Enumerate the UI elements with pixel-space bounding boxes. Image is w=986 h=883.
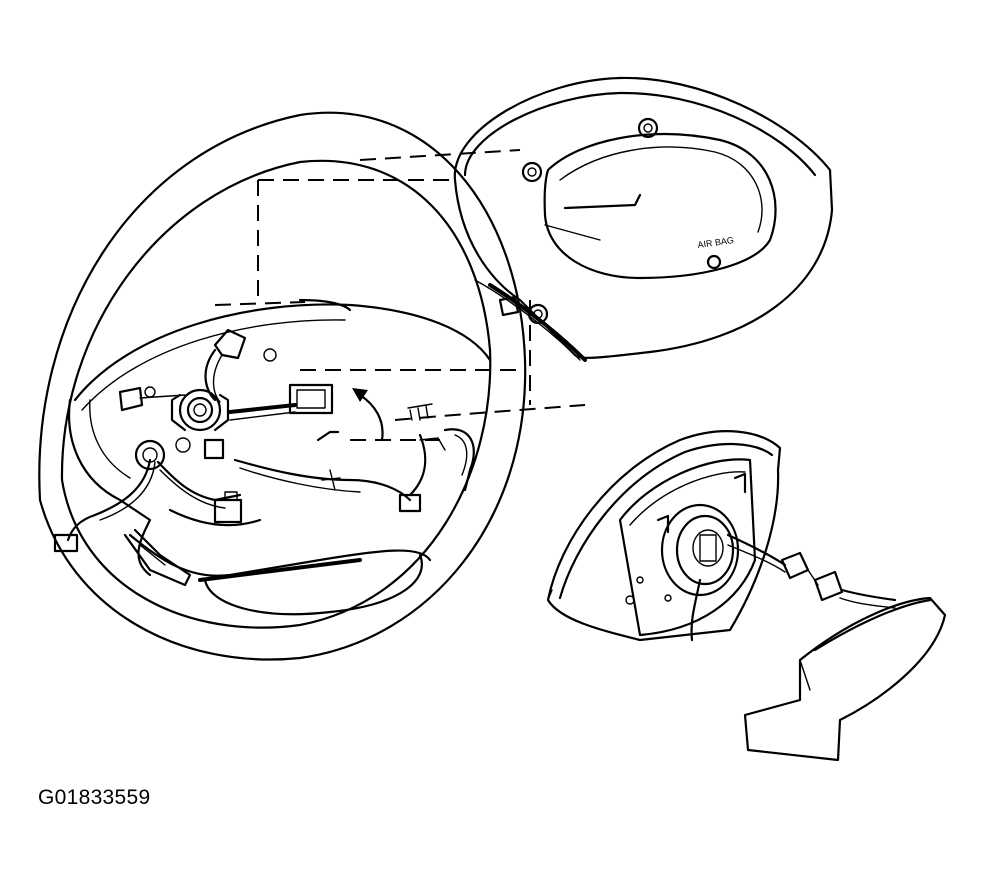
steering-wheel-fragment [743, 596, 947, 762]
module-mounting-stud [656, 514, 670, 534]
module-pigtail-wire [726, 533, 787, 567]
airbag-module-backplate [618, 458, 757, 637]
left-spoke [68, 398, 152, 577]
steering-wheel-rim-outer [38, 111, 527, 661]
harness-connector-center [213, 498, 243, 524]
airbag-module-housing [546, 430, 782, 642]
cover-fastener-bottom [527, 303, 549, 325]
airbag-cover: AIR BAG [453, 76, 834, 362]
cover-fastener-right [706, 254, 722, 270]
cover-fastener-top [637, 117, 659, 139]
right-side-tab [443, 428, 475, 492]
module-connector-half-b [813, 570, 844, 602]
top-wire-connector [213, 328, 247, 360]
leader-lines [257, 149, 586, 441]
harness-connector-right [398, 493, 422, 513]
bottom-spoke [128, 533, 432, 577]
bottom-left-tab [123, 528, 192, 587]
steering-wheel-rim-inner [60, 159, 492, 629]
hub-mounting-hole [134, 439, 166, 471]
figure-code: G01833559 [38, 786, 151, 809]
airbag-module-label: AIR BAG [697, 235, 735, 250]
airbag-cover-outline [453, 76, 834, 359]
hub-top-edge [73, 303, 492, 402]
airbag-cover-window [543, 133, 777, 280]
airbag-inflator [660, 503, 740, 597]
steering-shaft-nut [178, 388, 222, 432]
wiring-harness [66, 458, 152, 542]
steering-wheel [38, 111, 527, 661]
airbag-module [546, 430, 897, 642]
rotation-arrow [358, 393, 384, 442]
wheel-fragment-outline [743, 596, 947, 762]
cover-fastener-left [521, 161, 543, 183]
clockspring-connector [288, 383, 334, 415]
harness-connector-left [53, 533, 79, 553]
